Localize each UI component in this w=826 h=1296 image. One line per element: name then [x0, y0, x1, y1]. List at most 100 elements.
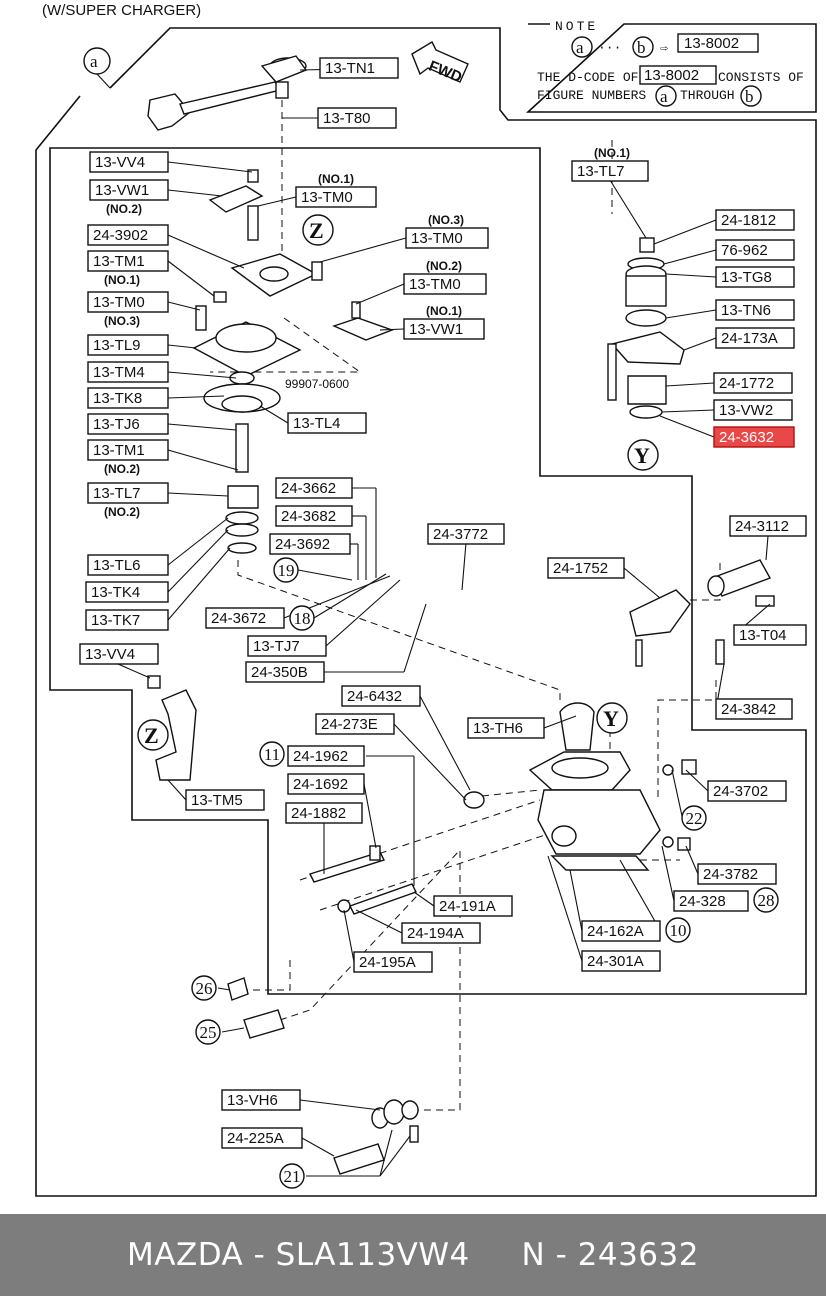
note-b-circle-2: [740, 85, 762, 107]
part-label-text: 24-191A: [439, 898, 496, 915]
part-label-13-TM1-no2[interactable]: 13-TM1(NO.2): [87, 439, 169, 476]
part-label-24-3112[interactable]: 24-3112: [729, 515, 807, 537]
part-label-text: 24-1882: [291, 805, 346, 822]
part-label-box: [269, 533, 351, 555]
part-label-24-3672[interactable]: 24-3672: [205, 607, 285, 629]
part-label-24-3772[interactable]: 24-3772: [427, 523, 505, 545]
part-label-box: [87, 413, 169, 435]
part-label-24-301A[interactable]: 24-301A: [581, 950, 661, 972]
part-label-13-T80[interactable]: 13-T80: [317, 107, 397, 129]
part-label-24-3702[interactable]: 24-3702: [707, 780, 787, 802]
part-label-24-191A[interactable]: 24-191A: [433, 895, 513, 917]
part-label-box: [707, 780, 787, 802]
part-label-24-3662[interactable]: 24-3662: [275, 477, 353, 499]
part-label-24-1692[interactable]: 24-1692: [287, 773, 365, 795]
part-label-13-TH6[interactable]: 13-TH6: [467, 717, 545, 739]
leader-line-59: [569, 869, 583, 932]
part-label-13-TM1-top[interactable]: 13-TM1(NO.1): [87, 250, 169, 287]
part-label-24-1772[interactable]: 24-1772: [713, 372, 793, 394]
part-label-24-162A[interactable]: 24-162A: [581, 920, 661, 942]
part-label-13-TL4[interactable]: 13-TL4: [287, 412, 367, 434]
part-label-note: (NO.3): [428, 213, 464, 227]
part-label-13-TM0-no3-right[interactable]: 13-TM0(NO.3): [405, 213, 489, 249]
part-label-13-VV4-top[interactable]: 13-VV4: [89, 151, 169, 173]
part-label-box: [205, 607, 285, 629]
part-label-24-6432[interactable]: 24-6432: [341, 685, 421, 707]
part-label-24-3902[interactable]: 24-3902: [87, 224, 169, 246]
part-label-24-1812[interactable]: 24-1812: [715, 209, 795, 231]
leader-line-8: [355, 283, 405, 305]
part-label-24-1882[interactable]: 24-1882: [285, 802, 363, 824]
part-label-13-TM4[interactable]: 13-TM4: [87, 361, 169, 383]
part-label-text: 13-TJ6: [93, 416, 140, 433]
part-label-13-VV4-mid[interactable]: 13-VV4: [79, 643, 159, 665]
part-label-text: 13-TG8: [721, 269, 772, 286]
callout-25: 25: [195, 1019, 221, 1045]
part-label-24-1962[interactable]: 24-1962: [287, 745, 365, 767]
part-label-13-TM0-no1[interactable]: 13-TM0(NO.1): [295, 172, 377, 208]
part-label-24-225A[interactable]: 24-225A: [221, 1127, 303, 1149]
callout-10: 10: [665, 917, 691, 943]
part-label-24-273E[interactable]: 24-273E: [315, 713, 395, 735]
part-label-13-TL6[interactable]: 13-TL6: [87, 554, 169, 576]
part-label-13-TJ6[interactable]: 13-TJ6: [87, 413, 169, 435]
callout-circle: [665, 917, 691, 943]
leader-line-3: [167, 189, 223, 197]
part-label-24-194A[interactable]: 24-194A: [401, 922, 481, 944]
part-label-text: 13-VV4: [85, 646, 135, 663]
part-label-13-TN1[interactable]: 13-TN1: [319, 57, 399, 79]
part-label-13-TK7[interactable]: 13-TK7: [85, 609, 169, 631]
part-label-text: 13-VW1: [95, 182, 149, 199]
part-label-13-TM0-left[interactable]: 13-TM0(NO.3): [87, 291, 169, 328]
note-dots: ···: [598, 40, 621, 55]
part-label-box: [673, 890, 749, 912]
part-label-13-TJ7[interactable]: 13-TJ7: [247, 635, 327, 657]
part-label-13-TM5[interactable]: 13-TM5: [185, 789, 265, 811]
part-label-24-350B[interactable]: 24-350B: [245, 661, 325, 683]
part-label-76-962[interactable]: 76-962: [715, 239, 795, 261]
part-label-24-195A[interactable]: 24-195A: [353, 951, 433, 973]
part-label-13-TL9[interactable]: 13-TL9: [87, 334, 169, 356]
part-label-24-3782[interactable]: 24-3782: [697, 863, 777, 885]
part-label-24-3692[interactable]: 24-3692: [269, 533, 351, 555]
part-label-13-VW2[interactable]: 13-VW2: [713, 399, 793, 421]
part-label-text: 24-3662: [281, 480, 336, 497]
callout-circle: [273, 557, 299, 583]
part-label-13-VH6[interactable]: 13-VH6: [221, 1089, 301, 1111]
part-label-text: 13-TL9: [93, 337, 141, 354]
part-label-24-3682[interactable]: 24-3682: [275, 505, 353, 527]
leader-line-19: [167, 529, 229, 593]
part-label-text: 24-173A: [721, 330, 778, 347]
part-label-13-VW1-left[interactable]: 13-VW1(NO.2): [89, 179, 169, 216]
part-label-24-1752[interactable]: 24-1752: [547, 557, 625, 579]
fwd-arrow: FWD: [411, 41, 469, 86]
part-label-box: [319, 57, 399, 79]
part-label-text: 24-3702: [713, 783, 768, 800]
part-label-box: [353, 951, 433, 973]
part-label-13-TG8[interactable]: 13-TG8: [715, 266, 795, 288]
part-label-24-173A[interactable]: 24-173A: [715, 327, 795, 349]
part-label-box: [715, 209, 795, 231]
part-label-13-TN6[interactable]: 13-TN6: [715, 299, 795, 321]
leader-line-15: [167, 423, 237, 431]
part-label-24-3842[interactable]: 24-3842: [715, 698, 793, 720]
part-label-24-3632[interactable]: 24-3632: [713, 426, 795, 448]
part-label-13-T04[interactable]: 13-T04: [733, 624, 807, 646]
part-label-13-VW1-no1[interactable]: 13-VW1(NO.1): [403, 304, 485, 340]
callout-number: 26: [196, 979, 213, 998]
callout-number: 28: [758, 891, 775, 910]
assembly-lines: [210, 100, 721, 1111]
leader-line-11: [167, 344, 197, 349]
part-label-13-TK8[interactable]: 13-TK8: [87, 387, 169, 409]
part-label-box: [733, 624, 807, 646]
part-label-13-TK4[interactable]: 13-TK4: [85, 581, 169, 603]
part-label-13-TL7-right[interactable]: 13-TL7(NO.1): [571, 146, 649, 182]
part-label-13-TM0-no2-right[interactable]: 13-TM0(NO.2): [403, 259, 487, 295]
part-label-24-328[interactable]: 24-328: [673, 890, 749, 912]
part-label-text: 13-TM4: [93, 364, 145, 381]
label-99907-0600: 99907-0600: [285, 377, 349, 391]
ref-letter-z2: Z: [144, 723, 159, 748]
callout-circle: [259, 741, 285, 767]
part-label-13-TL7-left[interactable]: 13-TL7(NO.2): [87, 482, 169, 519]
leader-line-14: [259, 405, 289, 424]
